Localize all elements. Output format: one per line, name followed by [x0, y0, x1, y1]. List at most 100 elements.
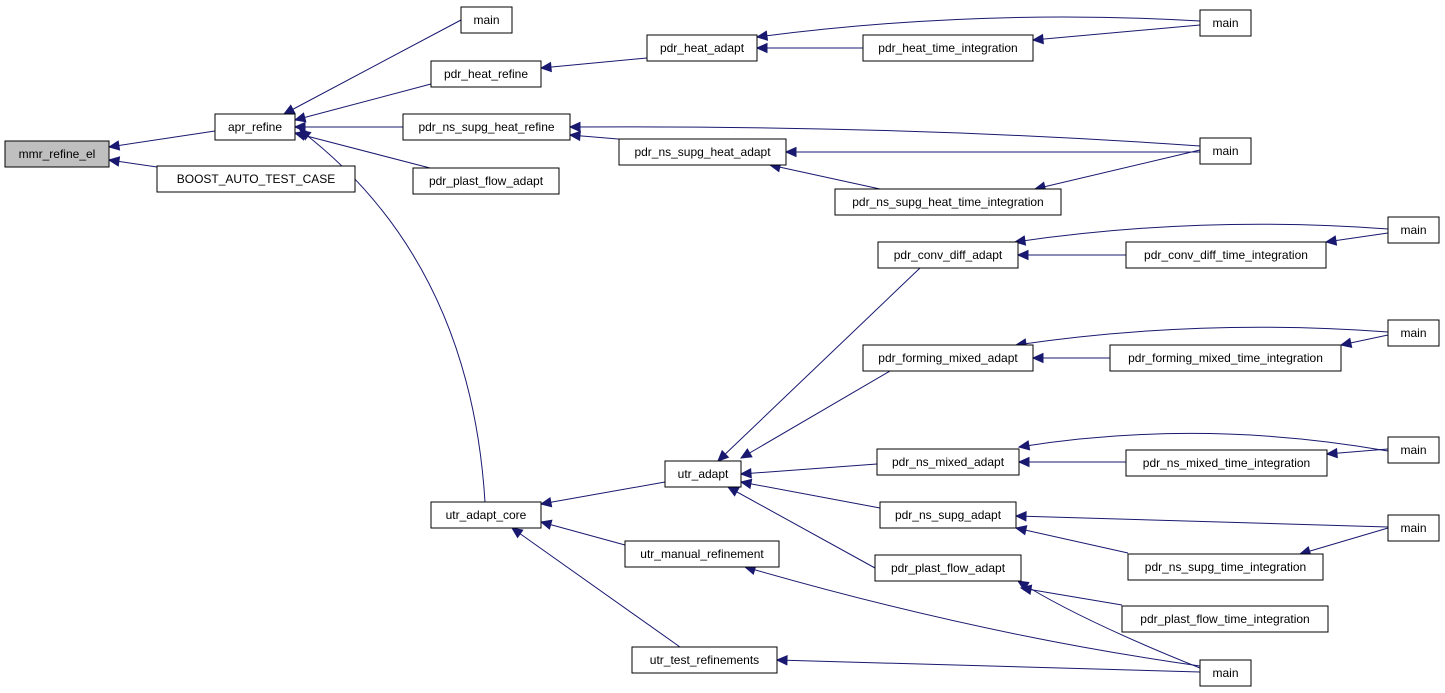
node-box[interactable]: [1125, 241, 1327, 269]
edge-n10-to-n9: [1031, 24, 1201, 45]
node-box[interactable]: [862, 344, 1034, 372]
node-label: utr_manual_refinement: [640, 547, 764, 561]
node-pdr-ns-supg-heat-refine[interactable]: pdr_ns_supg_heat_refine: [402, 113, 571, 141]
arrowhead: [1325, 447, 1338, 459]
node-pdr-plast-flow-adapt[interactable]: pdr_plast_flow_adapt: [874, 554, 1022, 582]
node-box[interactable]: [402, 113, 571, 141]
node-label: pdr_ns_mixed_adapt: [892, 455, 1005, 469]
edge-n27-to-n17: [1013, 223, 1389, 246]
arrowhead: [539, 496, 553, 508]
edge-line: [108, 130, 216, 148]
node-utr-test-refinements[interactable]: utr_test_refinements: [631, 646, 778, 674]
node-utr-adapt[interactable]: utr_adapt: [664, 460, 742, 488]
edge-n29-to-n19: [1017, 432, 1389, 452]
edge-line: [776, 659, 1201, 673]
node-pdr-ns-supg-heat-adapt[interactable]: pdr_ns_supg_heat_adapt: [618, 138, 787, 166]
edge-n16-to-n7: [511, 527, 681, 648]
node-main[interactable]: main: [1199, 659, 1252, 687]
node-box[interactable]: [1127, 553, 1324, 581]
node-box[interactable]: [631, 646, 778, 674]
node-box[interactable]: [4, 140, 110, 168]
node-box[interactable]: [430, 501, 542, 529]
node-box[interactable]: [156, 165, 356, 193]
node-label: pdr_ns_supg_heat_time_integration: [852, 195, 1043, 209]
arrowhead: [717, 449, 730, 462]
node-main[interactable]: main: [460, 6, 513, 34]
node-apr-refine[interactable]: apr_refine: [214, 113, 296, 141]
node-pdr-ns-mixed-adapt[interactable]: pdr_ns_mixed_adapt: [876, 448, 1020, 476]
node-main[interactable]: main: [1199, 137, 1252, 165]
edge-line: [1015, 515, 1389, 528]
edge-n22-to-n17: [1016, 249, 1126, 261]
edge-line: [1014, 223, 1389, 243]
node-label: pdr_forming_mixed_adapt: [878, 351, 1018, 365]
arrowhead: [1016, 249, 1029, 261]
node-box[interactable]: [1199, 659, 1252, 687]
edge-n14-to-n7: [539, 481, 666, 508]
node-box[interactable]: [876, 448, 1020, 476]
node-box[interactable]: [646, 34, 758, 62]
node-pdr-conv-diff-adapt[interactable]: pdr_conv_diff_adapt: [877, 241, 1019, 269]
arrowhead: [1017, 440, 1031, 451]
node-pdr-ns-supg-time-integration[interactable]: pdr_ns_supg_time_integration: [1127, 553, 1324, 581]
node-boost-auto-test-case[interactable]: BOOST_AUTO_TEST_CASE: [156, 165, 356, 193]
node-label: pdr_heat_time_integration: [878, 41, 1017, 55]
node-pdr-plast-flow-time-integration[interactable]: pdr_plast_flow_time_integration: [1121, 605, 1329, 633]
node-pdr-ns-mixed-time-integration[interactable]: pdr_ns_mixed_time_integration: [1125, 449, 1328, 477]
node-box[interactable]: [1121, 605, 1329, 633]
node-main[interactable]: main: [1387, 319, 1440, 347]
node-box[interactable]: [1387, 319, 1440, 347]
node-box[interactable]: [862, 34, 1034, 62]
edge-n4-to-n1: [293, 83, 432, 123]
arrowhead: [1016, 580, 1030, 592]
node-label: pdr_ns_supg_time_integration: [1145, 560, 1306, 574]
node-box[interactable]: [1387, 436, 1440, 464]
edge-n31-to-n21: [1016, 580, 1201, 669]
node-label: pdr_plast_flow_adapt: [891, 561, 1006, 575]
edge-line: [1034, 149, 1201, 190]
node-pdr-ns-supg-adapt[interactable]: pdr_ns_supg_adapt: [879, 501, 1017, 529]
node-label: main: [473, 13, 499, 27]
edge-n30-to-n25: [1298, 527, 1389, 557]
node-box[interactable]: [834, 188, 1062, 216]
node-pdr-heat-refine[interactable]: pdr_heat_refine: [430, 60, 542, 88]
arrowhead: [568, 130, 581, 142]
node-box[interactable]: [430, 60, 542, 88]
edge-line: [769, 164, 881, 190]
node-utr-adapt-core[interactable]: utr_adapt_core: [430, 501, 542, 529]
node-mmr-refine-el[interactable]: mmr_refine_el: [4, 140, 110, 168]
node-pdr-heat-time-integration[interactable]: pdr_heat_time_integration: [862, 34, 1034, 62]
arrowhead: [568, 121, 581, 133]
node-pdr-ns-supg-heat-time-integration[interactable]: pdr_ns_supg_heat_time_integration: [834, 188, 1062, 216]
node-box[interactable]: [1199, 137, 1252, 165]
node-box[interactable]: [1199, 9, 1252, 37]
node-box[interactable]: [1125, 449, 1328, 477]
edge-n19-to-n14: [739, 463, 878, 479]
node-label: main: [1400, 443, 1426, 457]
node-main[interactable]: main: [1387, 514, 1440, 542]
node-pdr-plast-flow-adapt[interactable]: pdr_plast_flow_adapt: [412, 167, 560, 195]
node-pdr-forming-mixed-adapt[interactable]: pdr_forming_mixed_adapt: [862, 344, 1034, 372]
node-main[interactable]: main: [1387, 436, 1440, 464]
node-box[interactable]: [214, 113, 296, 141]
node-box[interactable]: [412, 167, 560, 195]
node-box[interactable]: [874, 554, 1022, 582]
node-box[interactable]: [879, 501, 1017, 529]
node-box[interactable]: [877, 241, 1019, 269]
edge-n18-to-n14: [739, 370, 891, 459]
node-utr-manual-refinement[interactable]: utr_manual_refinement: [624, 540, 780, 568]
node-box[interactable]: [1387, 514, 1440, 542]
node-box[interactable]: [1109, 344, 1342, 372]
arrowhead: [282, 104, 296, 115]
node-main[interactable]: main: [1387, 216, 1440, 244]
node-pdr-conv-diff-time-integration[interactable]: pdr_conv_diff_time_integration: [1125, 241, 1327, 269]
node-box[interactable]: [618, 138, 787, 166]
node-box[interactable]: [624, 540, 780, 568]
node-box[interactable]: [664, 460, 742, 488]
node-main[interactable]: main: [1199, 9, 1252, 37]
node-box[interactable]: [460, 6, 513, 34]
node-pdr-forming-mixed-time-integration[interactable]: pdr_forming_mixed_time_integration: [1109, 344, 1342, 372]
node-pdr-heat-adapt[interactable]: pdr_heat_adapt: [646, 34, 758, 62]
edge-line: [717, 267, 921, 462]
node-box[interactable]: [1387, 216, 1440, 244]
